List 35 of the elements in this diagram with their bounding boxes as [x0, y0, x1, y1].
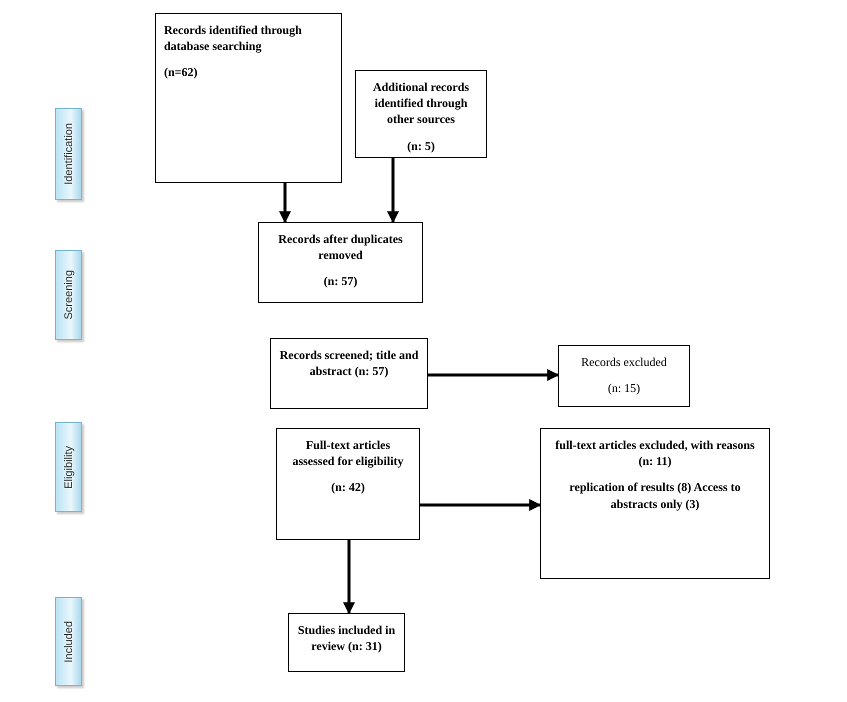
- process-box: [355, 70, 487, 158]
- box-text: replication of results (8) Access to abstracts only (3): [568, 479, 742, 512]
- box-text: (n: 15): [608, 380, 640, 396]
- process-box: [258, 222, 423, 303]
- process-box: [276, 428, 420, 540]
- box-text: Additional records identified through other sources: [372, 79, 470, 128]
- arrow: [420, 499, 542, 511]
- process-box: [540, 428, 770, 579]
- box-text: (n=62): [164, 64, 198, 81]
- box-text: (n: 5): [407, 138, 435, 154]
- box-text: (n: 42): [331, 479, 365, 496]
- box-text: Studies included in review (n: 31): [297, 622, 396, 654]
- box-text: full-text articles excluded, with reasons (n: 11): [554, 437, 756, 470]
- stage-tab: [55, 422, 82, 512]
- box-text: Full-text articles assessed for eligibility: [291, 437, 405, 470]
- box-text: Records excluded: [581, 354, 667, 370]
- box-text: Records screened; title and abstract (n: 57): [279, 347, 419, 380]
- arrow: [387, 158, 399, 224]
- process-box: [155, 13, 342, 183]
- stage-label: Screening: [62, 270, 74, 320]
- box-text: (n: 57): [324, 273, 358, 290]
- arrow: [428, 369, 560, 381]
- stage-label: Eligibility: [62, 446, 74, 488]
- arrow: [343, 540, 355, 614]
- process-box: [270, 338, 428, 409]
- box-text: Records after duplicates removed: [277, 231, 404, 264]
- process-box: [288, 613, 405, 672]
- stage-tab: [55, 597, 82, 686]
- stage-tab: [55, 250, 82, 340]
- box-text: Records identified through database searching: [164, 22, 303, 54]
- arrow: [279, 183, 291, 224]
- stage-label: Identification: [62, 123, 74, 185]
- stage-label: Included: [62, 620, 74, 662]
- stage-tab: [55, 108, 82, 200]
- process-box: [558, 345, 690, 407]
